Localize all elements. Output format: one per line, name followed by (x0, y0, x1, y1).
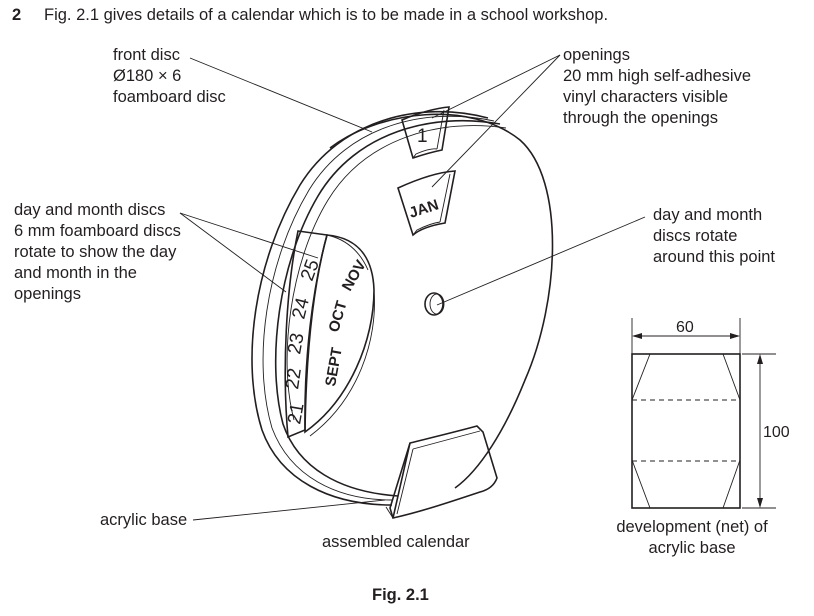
day-21: 21 (284, 401, 308, 425)
label-day-month-discs-line4: and month in the (14, 264, 137, 282)
label-rotate-point-line2: discs rotate (653, 227, 738, 245)
month-window: JAN (397, 170, 456, 237)
day-25: 25 (297, 257, 324, 284)
leader-rotate-point (436, 216, 646, 306)
leader-month-disc (179, 212, 287, 293)
month-disc (304, 234, 375, 437)
leader-day-disc (179, 212, 319, 259)
acrylic-base (385, 425, 498, 519)
day-window-value: 1 (417, 126, 428, 147)
label-rotate-point-line1: day and month (653, 206, 763, 224)
label-day-month-discs-line2: 6 mm foamboard discs (14, 222, 181, 240)
label-net-caption-line2: acrylic base (648, 539, 736, 557)
label-day-month-discs-line1: day and month discs (14, 201, 166, 219)
question-text: Fig. 2.1 gives details of a calendar whi… (44, 6, 609, 24)
label-front-disc-line2: Ø180 × 6 (113, 67, 182, 85)
label-net-caption-line1: development (net) of (616, 518, 768, 536)
question-number: 2 (12, 6, 22, 24)
month-window-value: JAN (407, 196, 441, 221)
leader-front-disc (189, 57, 373, 133)
month-oct: OCT (326, 299, 351, 334)
label-openings-line2: 20 mm high self-adhesive (563, 67, 752, 85)
pivot-point (424, 292, 445, 316)
day-22: 22 (282, 367, 306, 391)
leader-acrylic-base (192, 499, 386, 521)
label-net-caption: development (net) of acrylic base (610, 517, 774, 559)
month-nov: NOV (339, 257, 370, 294)
label-assembled-calendar: assembled calendar (322, 533, 470, 551)
day-24: 24 (288, 295, 314, 321)
label-openings-line3: vinyl characters visible (563, 88, 729, 106)
leader-openings-day (431, 54, 561, 119)
acrylic-base-net (631, 353, 741, 509)
label-day-month-discs: day and month discs 6 mm foamboard discs… (14, 200, 181, 305)
label-acrylic-base: acrylic base (100, 511, 188, 529)
label-openings-line1: openings (563, 46, 630, 64)
label-day-month-discs-line5: openings (14, 285, 81, 303)
label-day-month-discs-line3: rotate to show the day (14, 243, 177, 261)
height-dimension-value: 100 (763, 424, 790, 441)
label-front-disc: front disc Ø180 × 6 foamboard disc (113, 45, 226, 108)
figure-caption: Fig. 2.1 (372, 586, 429, 604)
leader-openings-month (431, 54, 561, 188)
label-rotate-point: day and month discs rotate around this p… (653, 205, 775, 268)
width-dimension-value: 60 (676, 319, 694, 336)
width-dimension: 60 (631, 318, 741, 354)
day-window: 1 (401, 106, 450, 160)
label-openings: openings 20 mm high self-adhesive vinyl … (563, 45, 751, 129)
label-openings-line4: through the openings (563, 109, 719, 127)
month-sept: SEPT (322, 346, 346, 388)
label-front-disc-line1: front disc (113, 46, 180, 64)
height-dimension: 100 (742, 353, 790, 509)
label-front-disc-line3: foamboard disc (113, 88, 226, 106)
label-rotate-point-line3: around this point (653, 248, 776, 266)
day-23: 23 (284, 331, 308, 355)
